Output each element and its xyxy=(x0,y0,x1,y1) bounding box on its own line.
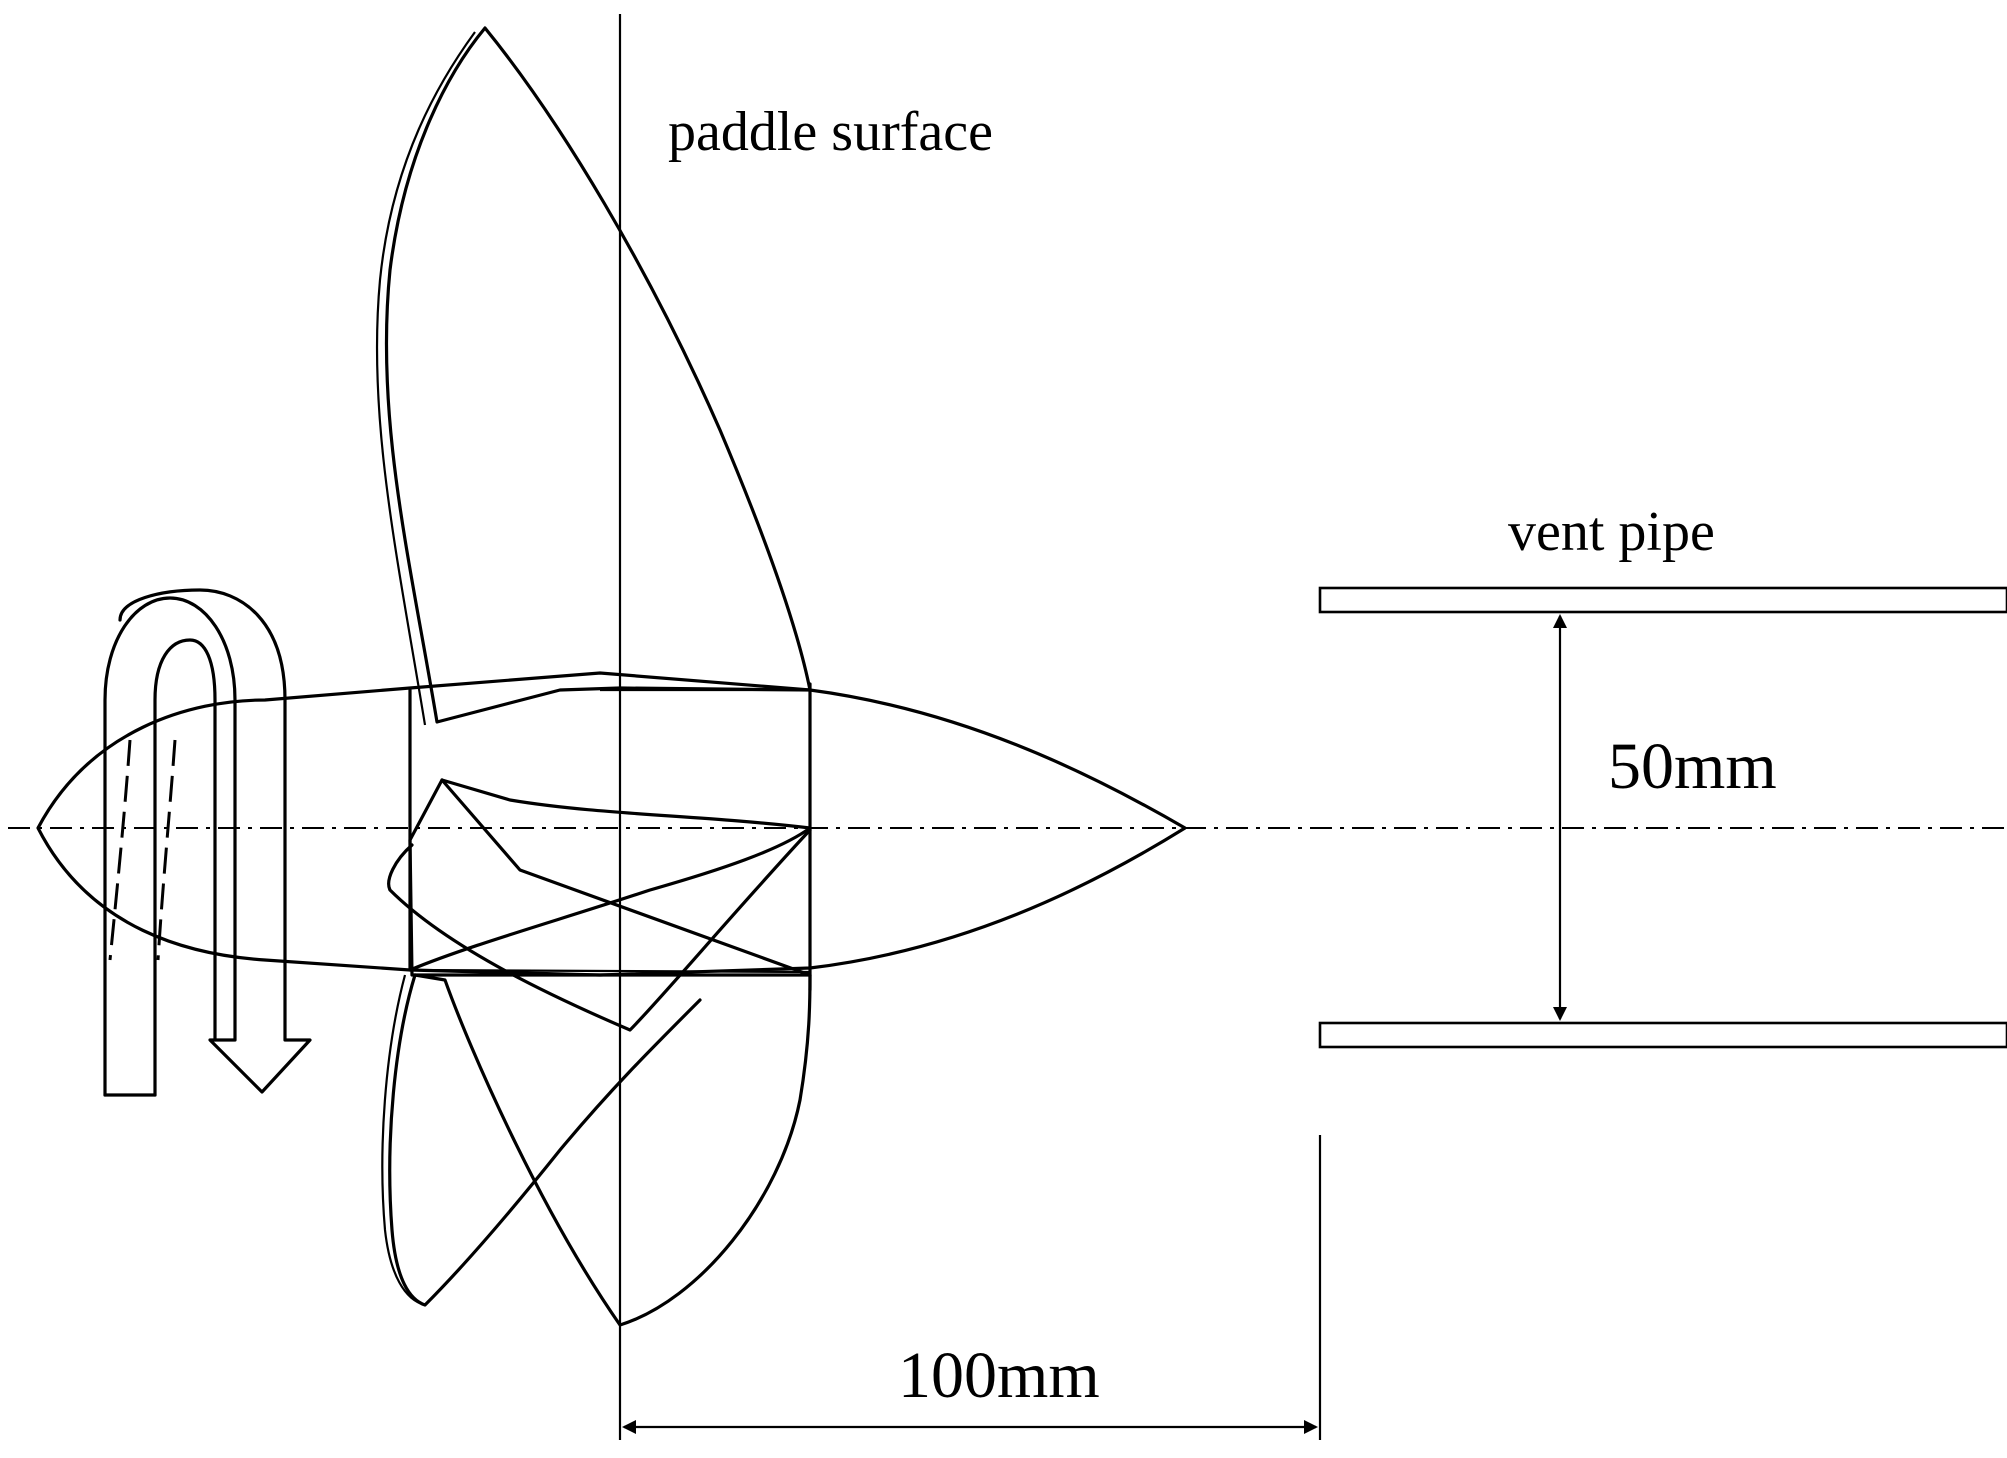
middle-blade xyxy=(408,778,812,977)
distance-label: 100mm xyxy=(898,1339,1100,1412)
middle-blade-upper-lobe xyxy=(408,778,812,972)
pipe-diameter-label: 50mm xyxy=(1608,730,1777,803)
lower-blade-inner-edge xyxy=(381,974,426,1307)
middle-blade-lower-lobe xyxy=(387,828,812,1032)
hub-inner-bottom xyxy=(409,968,811,974)
rotation-arrow-inner xyxy=(153,638,217,1097)
rotation-arrow-hidden-1 xyxy=(108,739,132,961)
rotation-arrow-hidden-2 xyxy=(156,739,177,961)
upper-blade-inner-edge xyxy=(375,31,476,726)
paddle-surface-label: paddle surface xyxy=(668,101,993,163)
lower-blade-back xyxy=(388,973,702,1307)
vent-pipe-lower-wall xyxy=(1318,1021,2007,1049)
propeller-hub xyxy=(36,671,1187,977)
rotation-arrow-icon xyxy=(103,588,312,1097)
vent-pipe-upper-wall xyxy=(1318,586,2007,614)
upper-blade xyxy=(384,26,812,724)
vent-pipe-label: vent pipe xyxy=(1508,501,1715,563)
lower-blade xyxy=(413,973,812,1327)
